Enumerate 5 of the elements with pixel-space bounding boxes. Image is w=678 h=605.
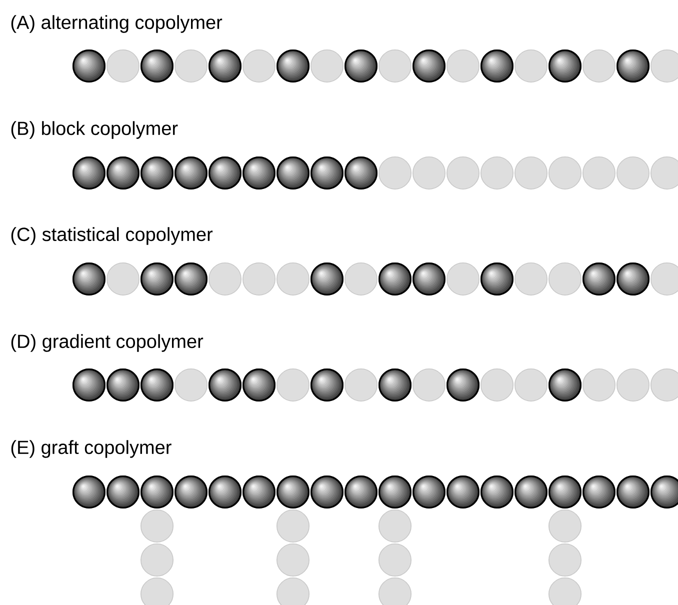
row-label: (A) alternating copolymer: [11, 15, 222, 33]
row-label: (C) statistical copolymer: [11, 227, 213, 245]
row-label: (E) graft copolymer: [11, 440, 172, 458]
row-label: (B) block copolymer: [11, 121, 178, 139]
row-label: (D) gradient copolymer: [11, 334, 204, 352]
